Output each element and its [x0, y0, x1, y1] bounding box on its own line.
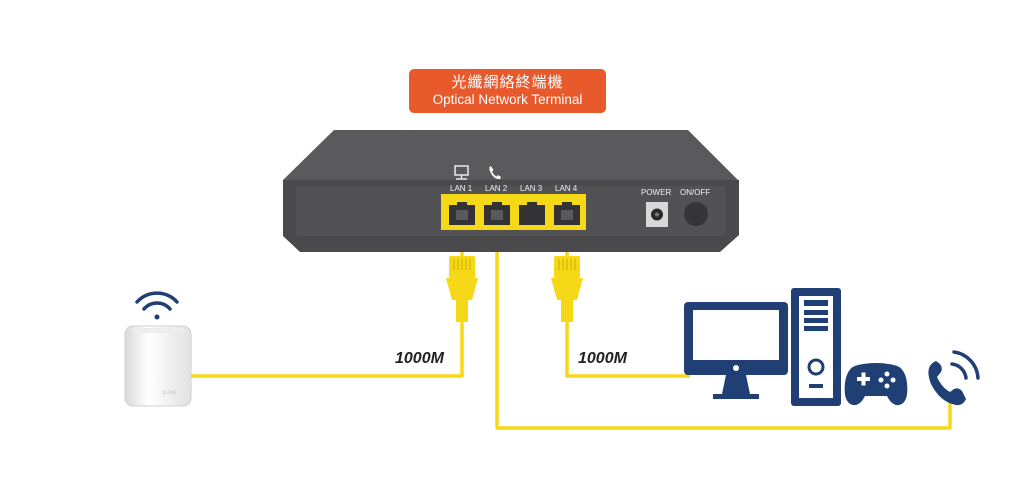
lan-port-3	[519, 202, 545, 225]
lan1-label: LAN 1	[450, 184, 473, 193]
mesh-router: tp-link	[124, 291, 192, 407]
lan2-label: LAN 2	[485, 184, 508, 193]
gamepad-icon	[844, 363, 908, 406]
title-english: Optical Network Terminal	[432, 92, 583, 107]
router-link-speed: 1000M	[395, 350, 444, 367]
lan3-label: LAN 3	[520, 184, 543, 193]
computer-link-speed: 1000M	[578, 350, 627, 367]
title-badge: 光纖網絡終端機 Optical Network Terminal	[409, 69, 606, 113]
lan4-label: LAN 4	[555, 184, 578, 193]
ont-top-surface	[283, 130, 738, 180]
wifi-icon	[135, 291, 179, 320]
ont-device	[283, 130, 739, 252]
telephone-icon	[928, 350, 980, 406]
pc-tower-icon	[791, 288, 841, 406]
title-chinese: 光纖網絡終端機	[451, 73, 564, 91]
rj45-plug-lan4	[551, 256, 583, 322]
phone-icon	[489, 166, 501, 180]
onoff-label: ON/OFF	[680, 188, 711, 197]
power-label: POWER	[641, 188, 672, 197]
computer-icon	[454, 165, 469, 180]
power-switch	[684, 202, 708, 226]
rj45-plug-lan1	[446, 256, 478, 322]
cable-lan2-phone	[495, 222, 952, 430]
monitor-icon	[684, 302, 788, 399]
router-brand: tp-link	[163, 390, 177, 396]
